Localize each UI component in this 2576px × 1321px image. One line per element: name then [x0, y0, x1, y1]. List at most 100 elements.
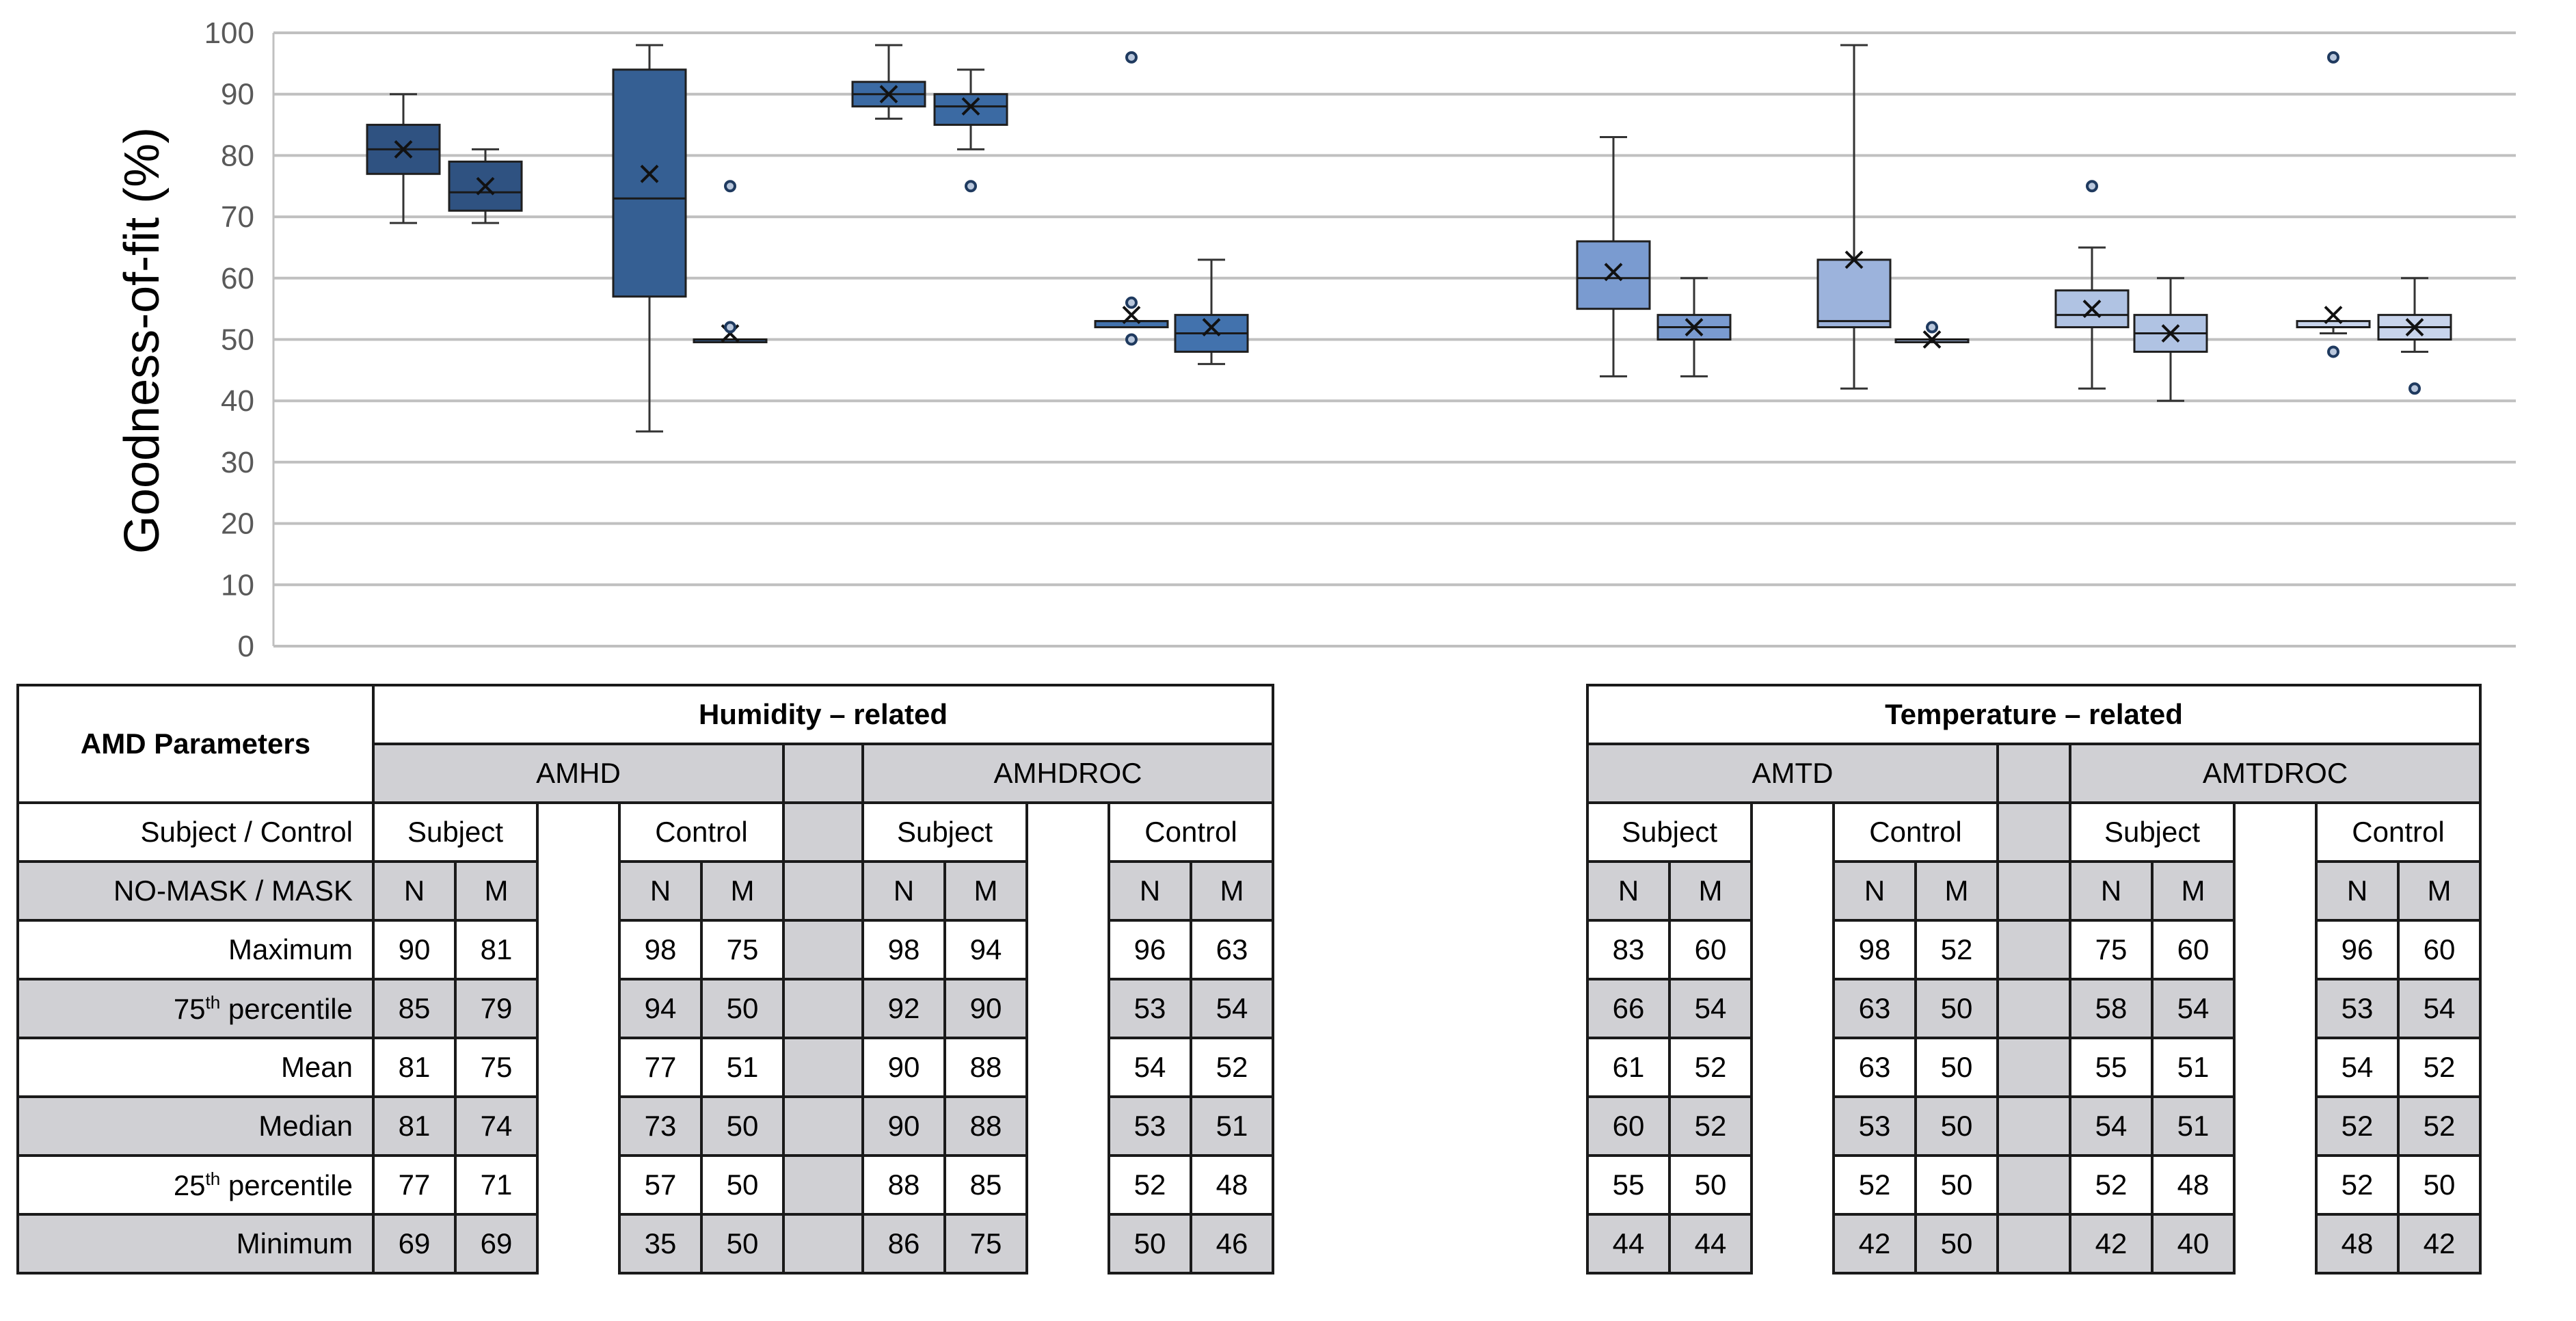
value-cell: 52 — [1914, 919, 1999, 980]
value-cell: 63 — [1832, 1037, 1917, 1098]
value-cell: 69 — [372, 1213, 457, 1275]
role-gap — [536, 920, 621, 979]
mean-marker — [1685, 318, 1704, 336]
value-cell: 51 — [1190, 1095, 1274, 1157]
temperature-header: Temperature – related — [1586, 684, 2482, 745]
statistic-label: Median — [16, 1095, 375, 1157]
amtd-header: AMTD — [1586, 743, 1999, 804]
value-cell: 90 — [861, 1037, 946, 1098]
role-gap — [536, 979, 621, 1038]
value-cell: 54 — [2397, 978, 2482, 1039]
value-cell: 50 — [700, 1154, 785, 1216]
value-cell: 48 — [2315, 1213, 2400, 1275]
role-gap — [1025, 979, 1110, 1038]
value-cell: 52 — [2397, 1095, 2482, 1157]
value-cell: 90 — [943, 978, 1028, 1039]
y-tick-label: 80 — [221, 139, 254, 172]
value-cell: 42 — [2397, 1213, 2482, 1275]
role-gap — [1025, 1214, 1110, 1273]
box-iqr — [1816, 258, 1892, 329]
subject-header: Subject — [1586, 801, 1753, 863]
value-cell: 55 — [1586, 1154, 1671, 1216]
y-tick-label: 10 — [221, 568, 254, 602]
m-header: M — [1668, 860, 1753, 922]
m-header: M — [1190, 860, 1274, 922]
parameter-gap — [782, 801, 864, 863]
outlier-point — [2327, 51, 2339, 64]
value-cell: 54 — [1668, 978, 1753, 1039]
role-gap — [2233, 920, 2318, 979]
box-plot — [366, 93, 441, 224]
role-gap — [1025, 1097, 1110, 1156]
parameter-gap — [1996, 1095, 2071, 1157]
value-cell: 52 — [1832, 1154, 1917, 1216]
n-header: N — [618, 860, 703, 922]
y-tick-label: 70 — [221, 200, 254, 234]
value-cell: 40 — [2151, 1213, 2236, 1275]
value-cell: 50 — [700, 978, 785, 1039]
value-cell: 94 — [618, 978, 703, 1039]
statistic-label: 25th percentile — [16, 1154, 375, 1216]
outlier-point — [2409, 382, 2421, 395]
y-tick-label: 20 — [221, 507, 254, 541]
n-header: N — [2069, 860, 2154, 922]
box-plot — [612, 44, 687, 433]
amhd-header: AMHD — [372, 743, 785, 804]
value-cell: 50 — [2397, 1154, 2482, 1216]
mean-marker — [1122, 306, 1141, 325]
m-header: M — [700, 860, 785, 922]
mean-marker — [1844, 250, 1864, 269]
group-separator — [1273, 862, 1587, 920]
value-cell: 63 — [1832, 978, 1917, 1039]
value-cell: 77 — [372, 1154, 457, 1216]
box-plot — [2377, 277, 2452, 395]
role-gap — [1750, 862, 1835, 920]
box-plot — [693, 180, 768, 343]
group-separator — [1273, 1214, 1587, 1273]
group-separator — [1273, 920, 1587, 979]
m-header: M — [2151, 860, 2236, 922]
role-gap — [1025, 862, 1110, 920]
value-cell: 86 — [861, 1213, 946, 1275]
statistic-label-suffix: percentile — [220, 1169, 353, 1201]
value-cell: 60 — [1586, 1095, 1671, 1157]
mode-label: NO-MASK / MASK — [16, 860, 375, 922]
role-gap — [2233, 979, 2318, 1038]
role-gap — [1750, 803, 1835, 862]
role-gap — [536, 1156, 621, 1214]
outlier-point — [965, 180, 977, 193]
role-gap — [1025, 1156, 1110, 1214]
value-cell: 74 — [454, 1095, 539, 1157]
role-gap — [1025, 803, 1110, 862]
parameter-gap — [782, 1095, 864, 1157]
value-cell: 54 — [2151, 978, 2236, 1039]
role-label: Subject / Control — [16, 801, 375, 863]
amhdroc-header: AMHDROC — [861, 743, 1274, 804]
box-plot — [933, 68, 1008, 193]
box-plot — [2133, 277, 2208, 402]
role-gap — [2233, 1214, 2318, 1273]
role-gap — [2233, 1156, 2318, 1214]
m-header: M — [2397, 860, 2482, 922]
value-cell: 42 — [2069, 1213, 2154, 1275]
box-iqr — [933, 93, 1008, 126]
statistic-label-text: Minimum — [236, 1227, 353, 1259]
value-cell: 75 — [700, 919, 785, 980]
subject-header: Subject — [861, 801, 1028, 863]
mean-marker — [2082, 299, 2102, 319]
value-cell: 50 — [1668, 1154, 1753, 1216]
role-gap — [1750, 979, 1835, 1038]
mean-marker — [2161, 324, 2180, 343]
group-separator — [1273, 685, 1587, 744]
parameter-gap — [782, 919, 864, 980]
value-cell: 61 — [1586, 1037, 1671, 1098]
value-cell: 98 — [1832, 919, 1917, 980]
value-cell: 90 — [372, 919, 457, 980]
n-header: N — [861, 860, 946, 922]
